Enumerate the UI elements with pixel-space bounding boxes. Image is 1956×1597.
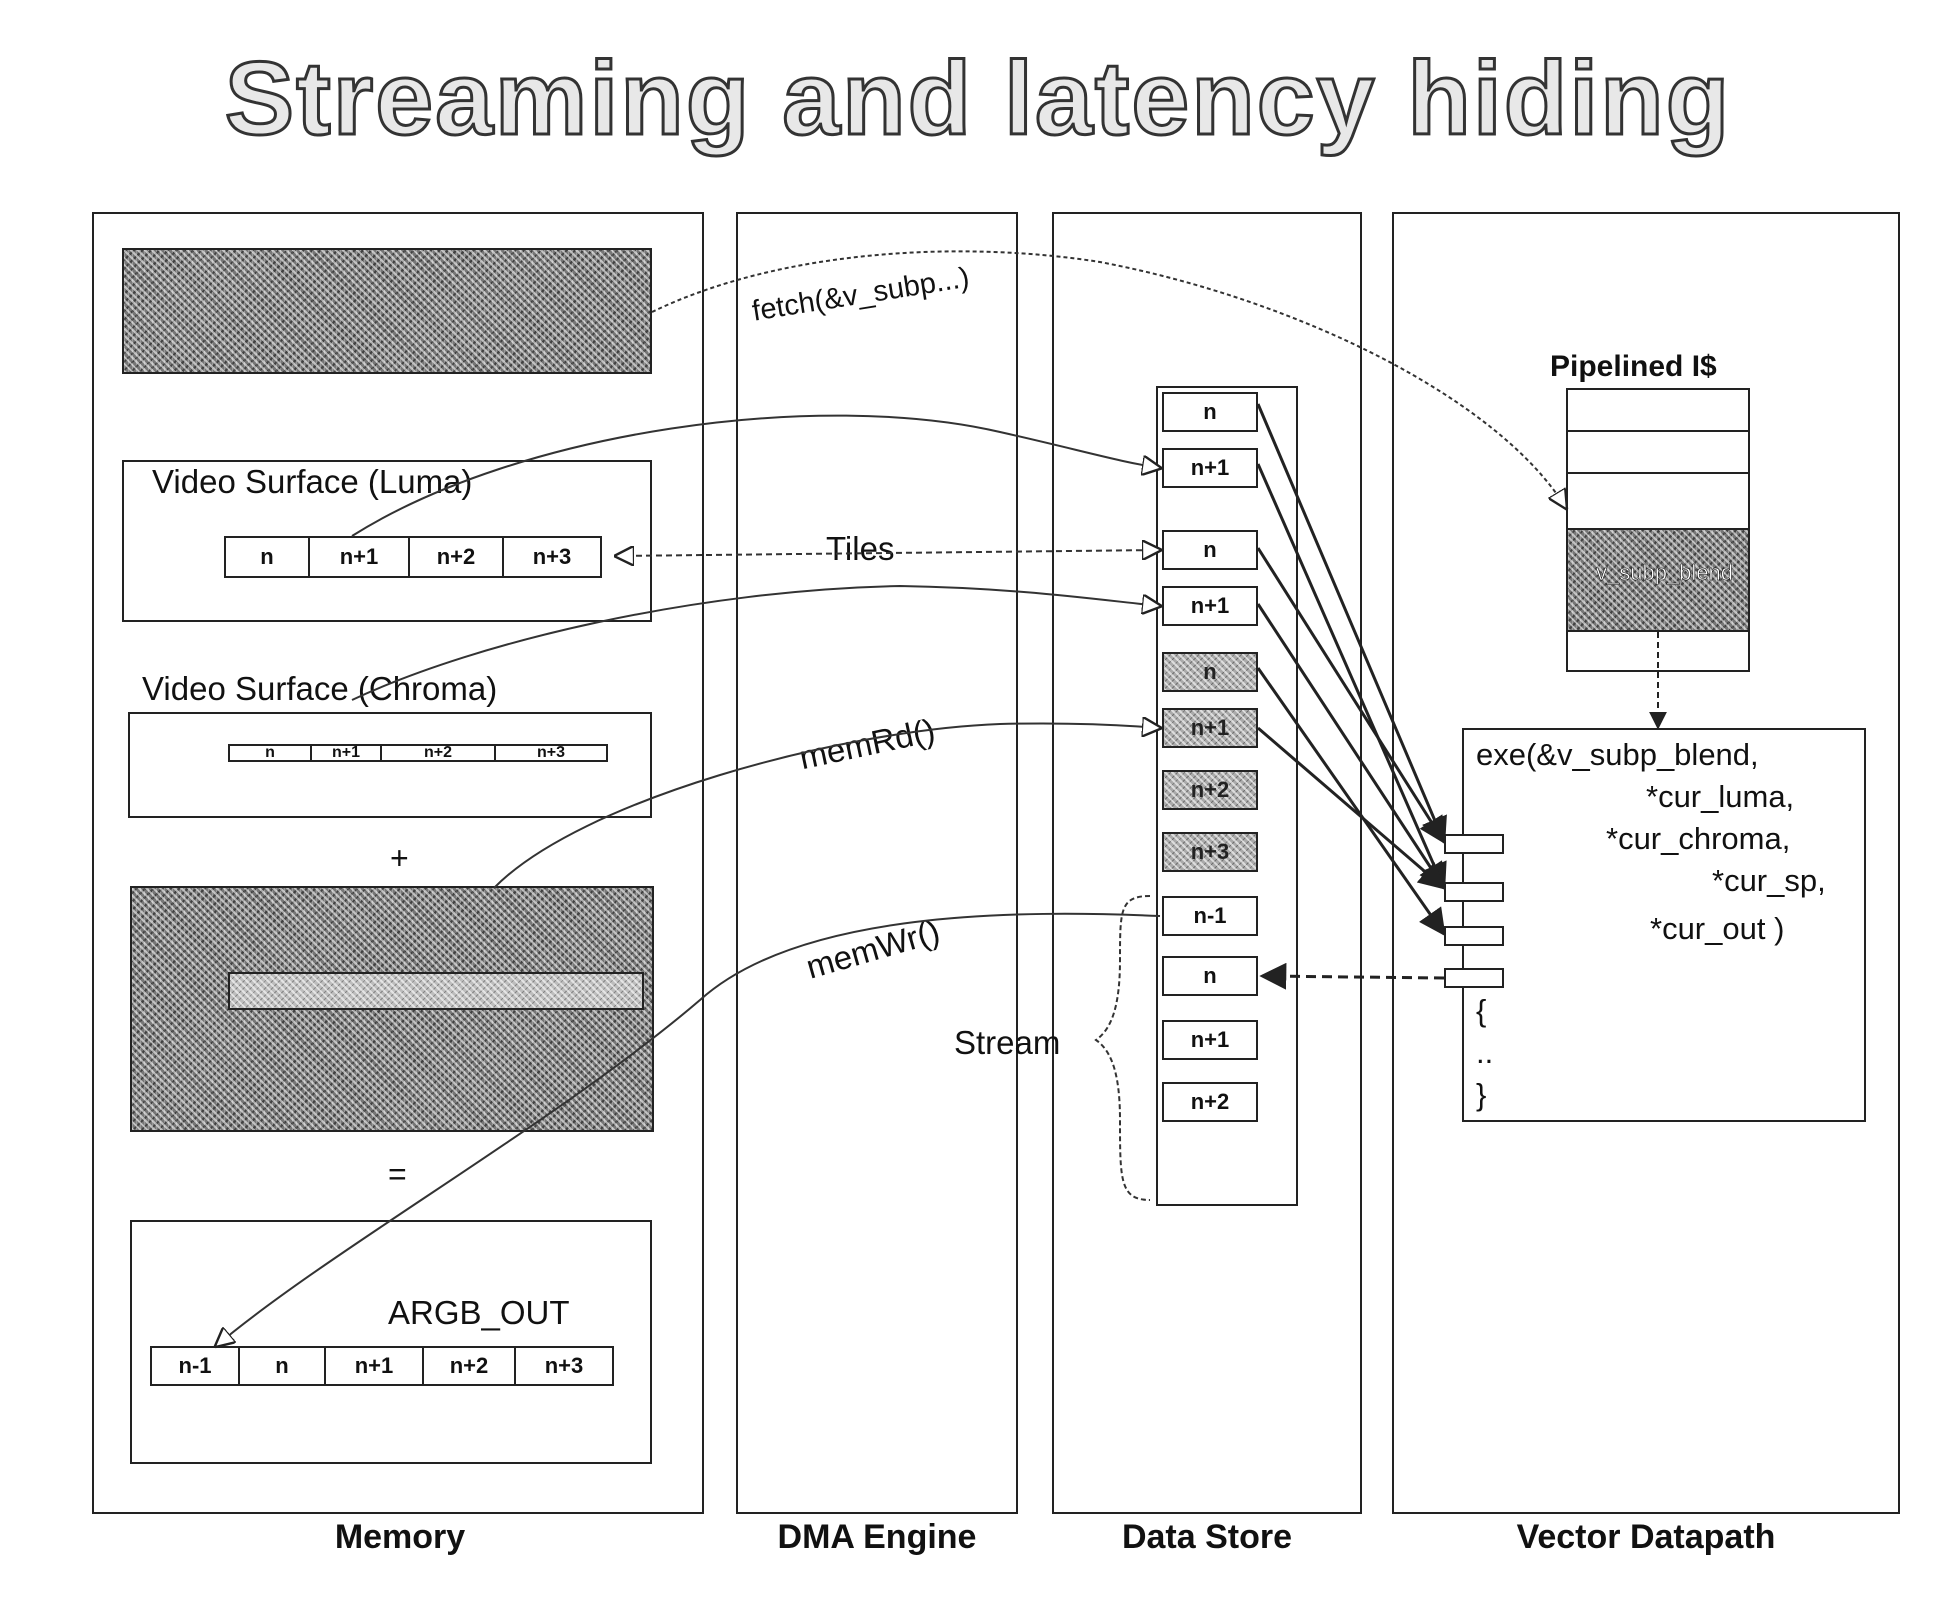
operand-arrow (1258, 404, 1444, 842)
memwr-arrow (216, 914, 1160, 1346)
operand-arrow (1258, 464, 1444, 888)
memrd-arrow (494, 723, 1160, 888)
tiles-arrow (616, 550, 1160, 556)
stream-brace (1096, 896, 1150, 1200)
operand-arrow (1258, 728, 1444, 888)
output-arrow (1262, 976, 1444, 978)
luma-fetch-arrow (352, 586, 1160, 700)
fetch-arrow (652, 251, 1566, 508)
luma-fetch-arrow (352, 416, 1160, 536)
operand-arrow (1258, 604, 1444, 888)
operand-arrow (1258, 548, 1444, 842)
operand-arrow (1258, 668, 1444, 934)
